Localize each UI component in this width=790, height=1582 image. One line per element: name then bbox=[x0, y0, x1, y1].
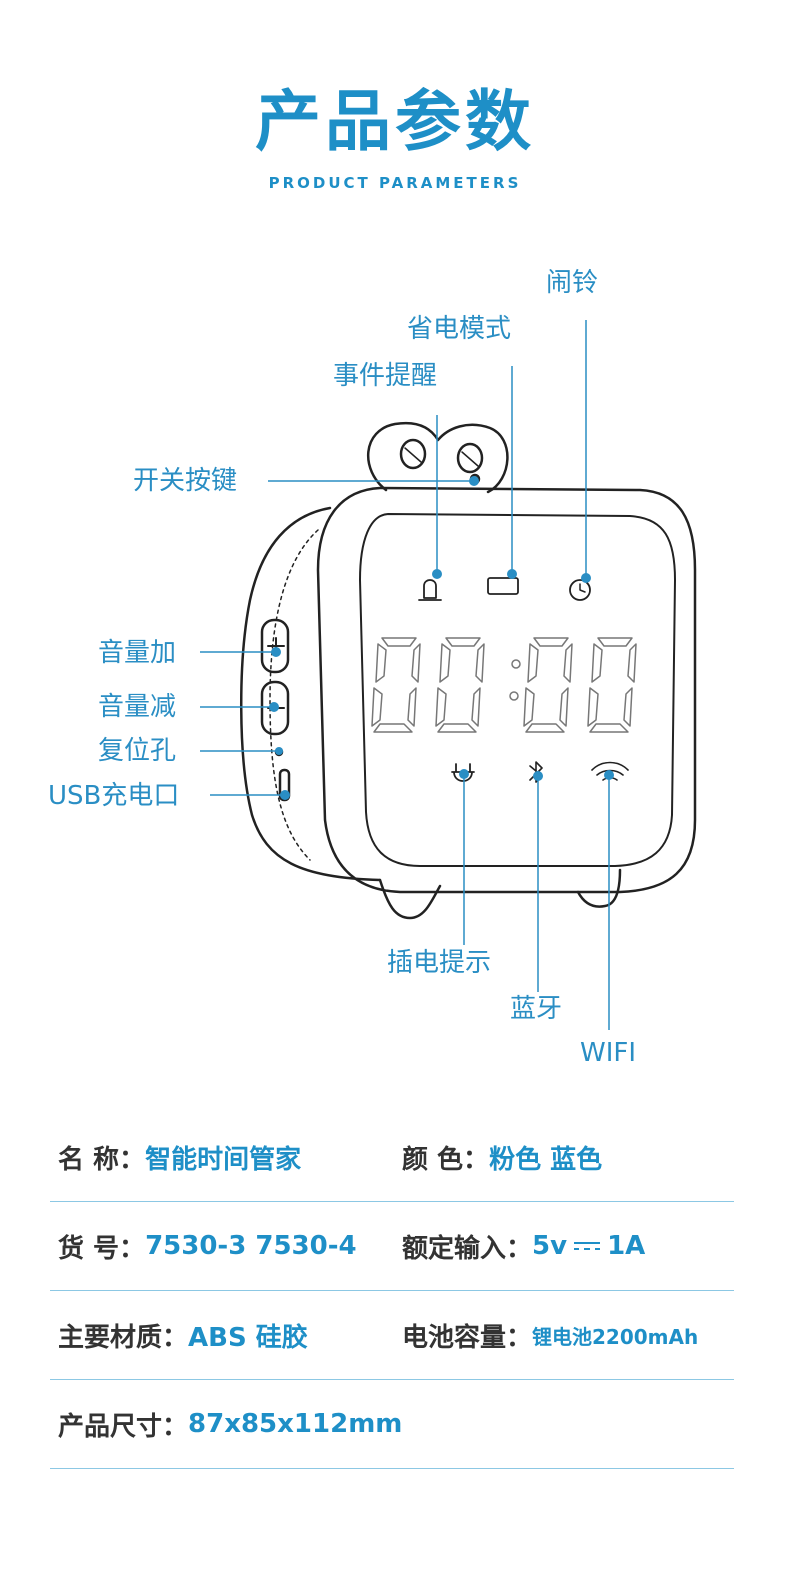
ear-shape bbox=[366, 421, 509, 494]
ear-left-knob bbox=[399, 438, 427, 470]
led-digit bbox=[371, 637, 421, 733]
usb-port-mark bbox=[278, 768, 291, 802]
spec-value: 锂电池2200mAh bbox=[532, 1324, 699, 1349]
side-body bbox=[239, 506, 382, 882]
screen-outline bbox=[359, 513, 676, 867]
colon-bottom bbox=[509, 691, 519, 701]
label-power-button: 开关按键 bbox=[133, 466, 238, 496]
dc-symbol-icon bbox=[574, 1242, 601, 1250]
label-plug-indicator: 插电提示 bbox=[387, 948, 492, 978]
label-alarm: 闹铃 bbox=[546, 268, 599, 298]
page-subtitle: PRODUCT PARAMETERS bbox=[268, 174, 522, 192]
spec-key: 产品尺寸： bbox=[58, 1411, 189, 1442]
label-volume-up: 音量加 bbox=[98, 638, 177, 668]
label-volume-down: 音量减 bbox=[98, 692, 177, 722]
spec-row: 名 称：智能时间管家 颜 色：粉色 蓝色 bbox=[50, 1113, 734, 1202]
spec-value: ABS 硅胶 bbox=[188, 1322, 308, 1353]
led-digits bbox=[371, 637, 637, 733]
front-body bbox=[316, 486, 697, 894]
volume-down-key bbox=[260, 680, 290, 736]
right-foot bbox=[576, 868, 622, 908]
spec-value: 粉色 蓝色 bbox=[489, 1144, 603, 1175]
spec-key: 名 称： bbox=[58, 1144, 146, 1175]
colon-top bbox=[511, 659, 521, 669]
spec-value: 7530-3 7530-4 bbox=[145, 1231, 357, 1261]
label-usb-port: USB充电口 bbox=[48, 781, 180, 811]
label-bluetooth: 蓝牙 bbox=[510, 994, 563, 1024]
page-title: 产品参数 bbox=[255, 83, 535, 160]
spec-value: 5v bbox=[532, 1231, 568, 1261]
spec-key: 颜 色： bbox=[402, 1144, 490, 1175]
spec-row: 主要材质：ABS 硅胶 电池容量：锂电池2200mAh bbox=[50, 1291, 734, 1380]
spec-key: 货 号： bbox=[58, 1233, 146, 1264]
spec-row: 货 号：7530-3 7530-4 额定输入：5v 1A bbox=[50, 1202, 734, 1291]
label-wifi: WIFI bbox=[580, 1038, 636, 1068]
spec-key: 主要材质： bbox=[58, 1322, 189, 1353]
spec-key: 电池容量： bbox=[402, 1322, 533, 1353]
volume-up-key bbox=[260, 618, 290, 674]
label-reset-hole: 复位孔 bbox=[98, 736, 177, 766]
spec-value: 87x85x112mm bbox=[188, 1409, 403, 1439]
label-event-reminder: 事件提醒 bbox=[333, 361, 438, 391]
left-foot bbox=[378, 878, 442, 920]
spec-value: 1A bbox=[607, 1231, 646, 1261]
product-diagram bbox=[200, 320, 697, 1030]
label-power-saving: 省电模式 bbox=[407, 314, 512, 344]
spec-value: 智能时间管家 bbox=[145, 1144, 302, 1175]
ear-right-knob bbox=[456, 442, 484, 474]
alarm-clock-icon bbox=[569, 579, 591, 601]
battery-icon bbox=[487, 577, 519, 595]
spec-key: 额定输入： bbox=[402, 1233, 533, 1264]
spec-row: 产品尺寸：87x85x112mm bbox=[50, 1380, 734, 1469]
bell-icon bbox=[418, 579, 442, 601]
